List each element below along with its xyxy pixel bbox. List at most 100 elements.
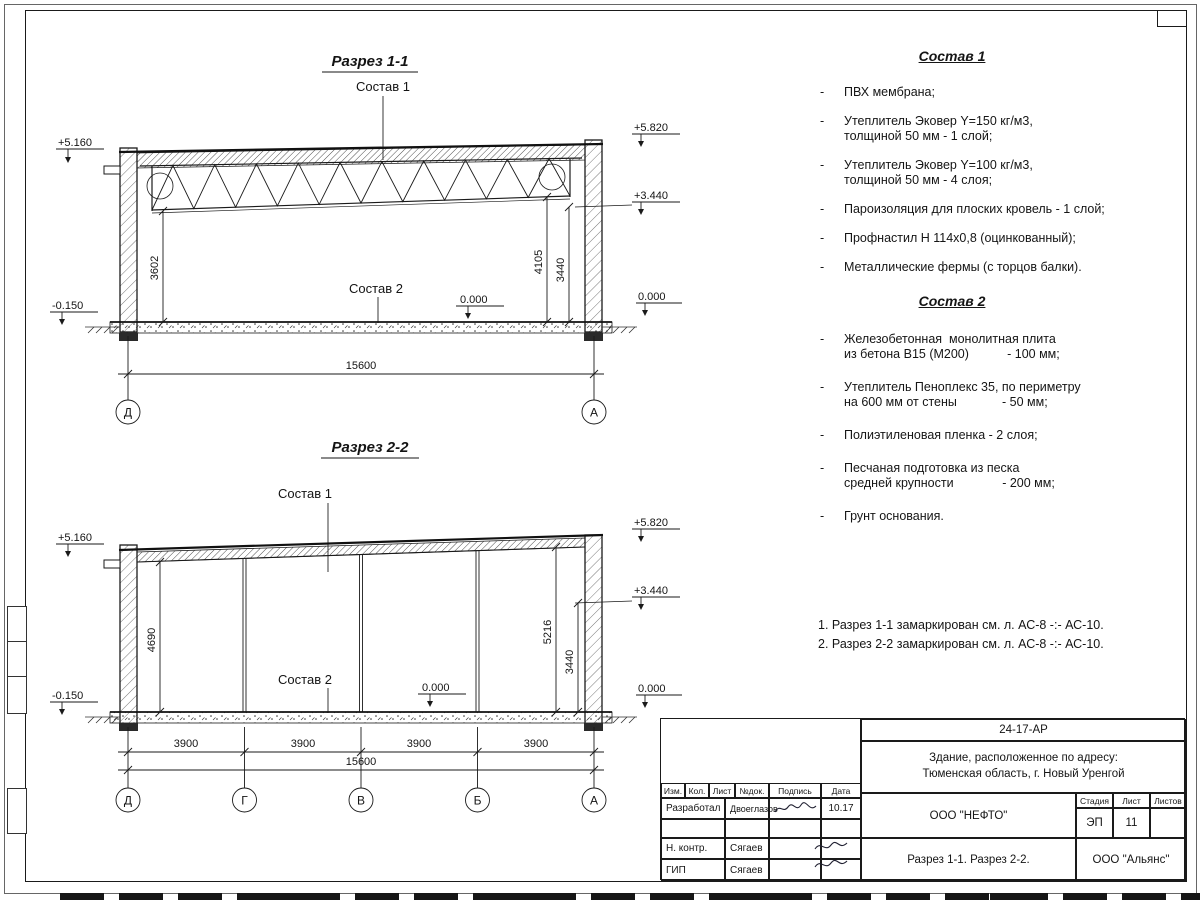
col-list: Лист (709, 783, 735, 798)
axis-a: А (590, 406, 598, 420)
bottom-dimension: 15600 Д А (115, 336, 607, 425)
bullet: - (820, 157, 825, 172)
dim-3900: 3900 (524, 738, 548, 750)
elevation-marks: +5.160 -0.150 +5.820 +3.440 (50, 122, 682, 325)
frame-corner-box (1157, 10, 1187, 27)
elev-floor-zero: 0.000 (418, 682, 466, 707)
sheet-frame (25, 10, 1187, 882)
axis-b: Б (474, 794, 482, 808)
sostav2-callout: Состав 2 (349, 281, 403, 296)
svg-text:-0.150: -0.150 (52, 690, 83, 702)
svg-text:+5.160: +5.160 (58, 532, 92, 544)
axis-d: Д (124, 794, 132, 808)
svg-text:+5.820: +5.820 (634, 517, 668, 529)
dim-3440: 3440 (564, 650, 576, 674)
grade-hatch (85, 326, 637, 334)
company-name: ООО "НЕФТО" (861, 793, 1076, 838)
col-ndok: №док. (735, 783, 769, 798)
elev-right-zero: 0.000 (636, 683, 682, 708)
svg-text:+3.440: +3.440 (634, 585, 668, 597)
elev-left-bottom: -0.150 (50, 690, 98, 715)
sostav1-callout: Состав 1 (278, 486, 332, 501)
signature-cell (769, 819, 821, 838)
name-syagaev-2: Сягаев (725, 859, 769, 881)
axis-g: Г (241, 794, 248, 808)
note-2: 2. Разрез 2-2 замаркирован см. л. АС-8 -… (818, 637, 1104, 652)
sostav1-callout: Состав 1 (356, 79, 410, 94)
roof-truss (139, 157, 583, 214)
composition-lists: Состав 1 -ПВХ мембрана; -Утеплитель Эков… (792, 48, 1196, 542)
change-table-blank (661, 719, 861, 783)
dim-15600: 15600 (346, 756, 377, 768)
bottom-dimensions: 3900 3900 3900 3900 15600 Д Г В Б А (115, 727, 607, 813)
bullet: - (820, 379, 825, 394)
sostav2-callout: Состав 2 (278, 672, 332, 687)
truss-node-detail-circle (146, 172, 174, 200)
name-syagaev: Сягаев (725, 838, 769, 859)
role-nkontr: Н. контр. (661, 838, 725, 859)
sheet-value: 11 (1113, 808, 1150, 838)
vertical-dimensions: 3602 4105 3440 (149, 192, 574, 327)
col-izm: Изм. (661, 783, 685, 798)
signature-cell (769, 798, 821, 819)
list-item: -Пароизоляция для плоских кровель - 1 сл… (820, 201, 1105, 216)
walls (103, 534, 603, 725)
vertical-dimensions: 4690 5216 3440 (146, 542, 583, 717)
svg-text:-0.150: -0.150 (52, 300, 83, 312)
svg-text:0.000: 0.000 (638, 683, 666, 695)
elev-right-mid: +3.440 (574, 190, 680, 215)
truss-node-detail-circle (538, 163, 566, 191)
dim-5216: 5216 (542, 620, 554, 644)
scan-ruler-strip (60, 893, 1200, 900)
signature-cell (769, 859, 821, 881)
dim-4690: 4690 (146, 628, 158, 652)
elev-left-bottom: -0.150 (50, 300, 98, 325)
svg-text:+5.820: +5.820 (634, 122, 668, 134)
date-cell (821, 838, 861, 859)
stage-value: ЭП (1076, 808, 1113, 838)
divider (8, 641, 26, 642)
sostav2-heading: Состав 2 (918, 292, 986, 309)
left-margin-stamp-box (7, 606, 27, 714)
list-item: -Утеплитель Пеноплекс 35, по периметру н… (820, 379, 1081, 409)
elev-right-top: +5.820 (632, 517, 680, 542)
doc-number: 24-17-АР (861, 719, 1186, 741)
grade-hatch (85, 716, 637, 724)
section-1-1: Разрез 1-1 Состав 1 Состав 2 (50, 53, 682, 425)
bullet: - (820, 230, 825, 245)
list-item: -Утеплитель Эковер Y=150 кг/м3, толщиной… (820, 113, 1033, 143)
list-item: -Металлические фермы (с торцов балки). (820, 259, 1082, 274)
svg-text:0.000: 0.000 (638, 291, 666, 303)
elev-right-mid: +3.440 (574, 585, 680, 610)
role-gip: ГИП (661, 859, 725, 881)
list-item: -ПВХ мембрана; (820, 84, 935, 99)
svg-text:0.000: 0.000 (460, 294, 488, 306)
name-empty (725, 819, 769, 838)
elev-left-top: +5.160 (56, 532, 104, 557)
col-kol: Кол. (685, 783, 709, 798)
bullet: - (820, 508, 825, 523)
dim-3900: 3900 (407, 738, 431, 750)
col-podpis: Подпись (769, 783, 821, 798)
bullet: - (820, 201, 825, 216)
elev-right-top: +5.820 (632, 122, 680, 147)
sheets-label: Листов (1150, 793, 1186, 808)
elev-floor-zero: 0.000 (456, 294, 504, 319)
floor-slab (109, 321, 613, 341)
roof (118, 142, 604, 169)
dim-4105: 4105 (533, 250, 545, 274)
role-empty (661, 819, 725, 838)
dim-15600: 15600 (346, 360, 377, 372)
axis-a: А (590, 794, 598, 808)
sostav1-heading: Состав 1 (918, 48, 986, 64)
bullet: - (820, 259, 825, 274)
sheet-title: Разрез 1-1. Разрез 2-2. (861, 838, 1076, 881)
role-razrabotal: Разработал (661, 798, 725, 819)
list-item: -Песчаная подготовка из песка средней кр… (820, 460, 1055, 490)
bullet: - (820, 460, 825, 475)
svg-text:0.000: 0.000 (422, 682, 450, 694)
object-name: Здание, расположенное по адресу: Тюменск… (861, 741, 1186, 793)
sheets-value (1150, 808, 1186, 838)
bullet: - (820, 427, 825, 442)
